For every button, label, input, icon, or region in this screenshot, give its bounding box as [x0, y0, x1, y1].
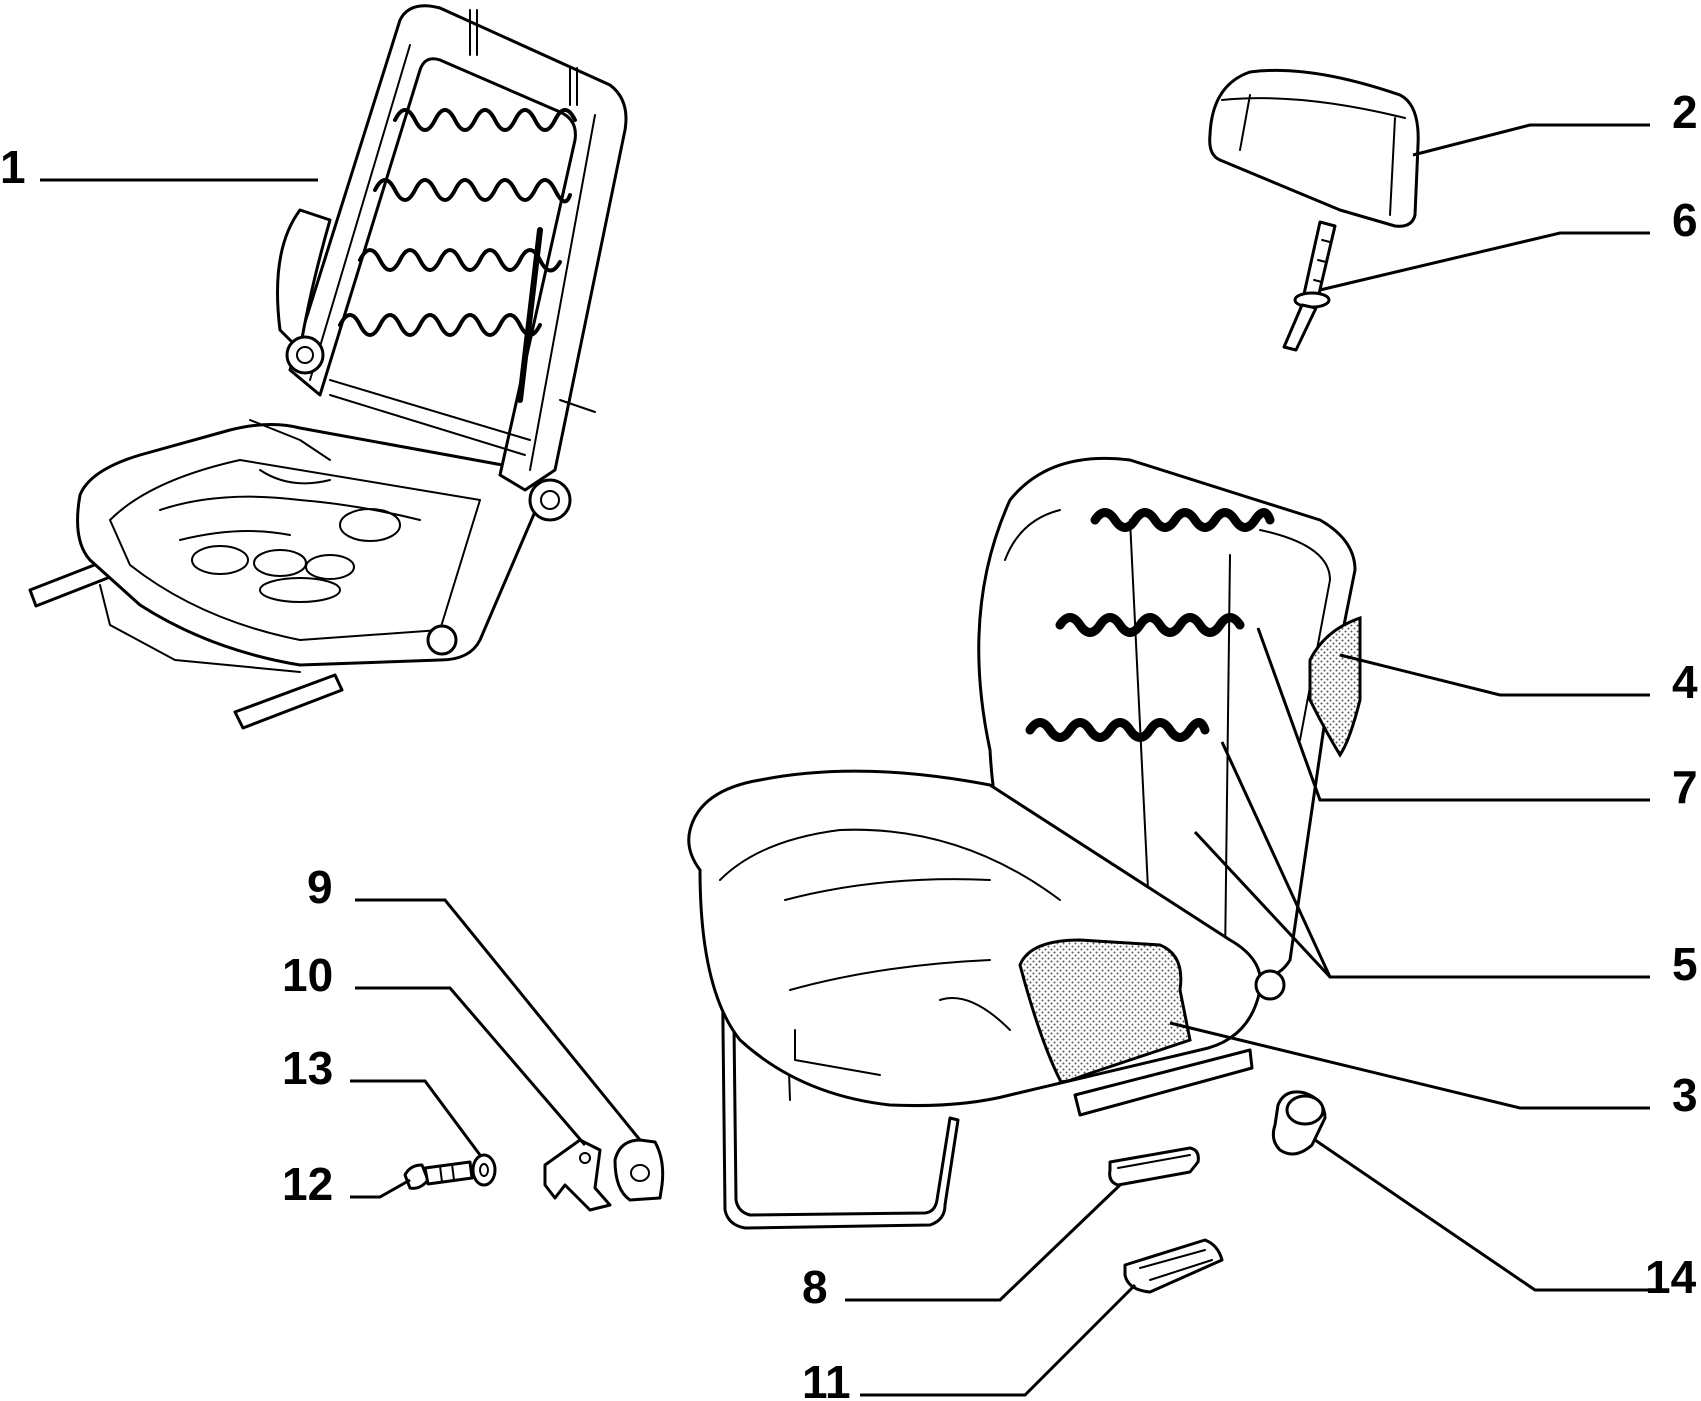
- leader-10: [355, 986, 587, 1146]
- callout-12: 12: [282, 1158, 333, 1210]
- leader-13: [350, 1079, 482, 1156]
- callout-6: 6: [1672, 194, 1698, 246]
- washer-part: [471, 1153, 497, 1187]
- cover-cap-part: [1123, 1238, 1224, 1294]
- trim-strip-part: [1108, 1146, 1200, 1187]
- bushing-part: [1271, 1090, 1327, 1156]
- callout-10: 10: [282, 949, 333, 1001]
- bush-part: [613, 1138, 665, 1202]
- leader-2: [1412, 123, 1650, 157]
- callout-2: 2: [1672, 86, 1698, 138]
- callout-7: 7: [1672, 761, 1698, 813]
- leader-5b: [1193, 830, 1332, 979]
- seat-frame-part: [28, 4, 628, 730]
- callout-13: 13: [282, 1042, 333, 1094]
- leader-8: [845, 1183, 1122, 1302]
- leader-14: [1314, 1138, 1650, 1292]
- callout-4: 4: [1672, 656, 1698, 708]
- callout-8: 8: [802, 1261, 828, 1313]
- headrest-guide-part: [1282, 220, 1337, 352]
- callout-labels: 1 2 3 4 5 6 7 8 9 10 11 12 13 14: [0, 86, 1698, 1401]
- leader-3: [1169, 1021, 1650, 1110]
- callout-14: 14: [1645, 1251, 1697, 1303]
- bolt-part: [403, 1160, 474, 1190]
- leader-7: [1256, 627, 1650, 802]
- leader-4: [1339, 653, 1650, 697]
- bracket-part: [543, 1138, 612, 1212]
- leader-12: [350, 1178, 411, 1199]
- callout-1: 1: [0, 141, 26, 193]
- headrest-part: [1208, 68, 1420, 228]
- leader-lines: [40, 123, 1650, 1397]
- seat-assembly: [687, 456, 1362, 1230]
- callout-9: 9: [307, 861, 333, 913]
- leader-11: [860, 1283, 1137, 1397]
- leader-6: [1319, 231, 1650, 292]
- leader-9: [355, 898, 642, 1141]
- callout-5: 5: [1672, 938, 1698, 990]
- callout-3: 3: [1672, 1069, 1698, 1121]
- callout-11: 11: [802, 1356, 851, 1401]
